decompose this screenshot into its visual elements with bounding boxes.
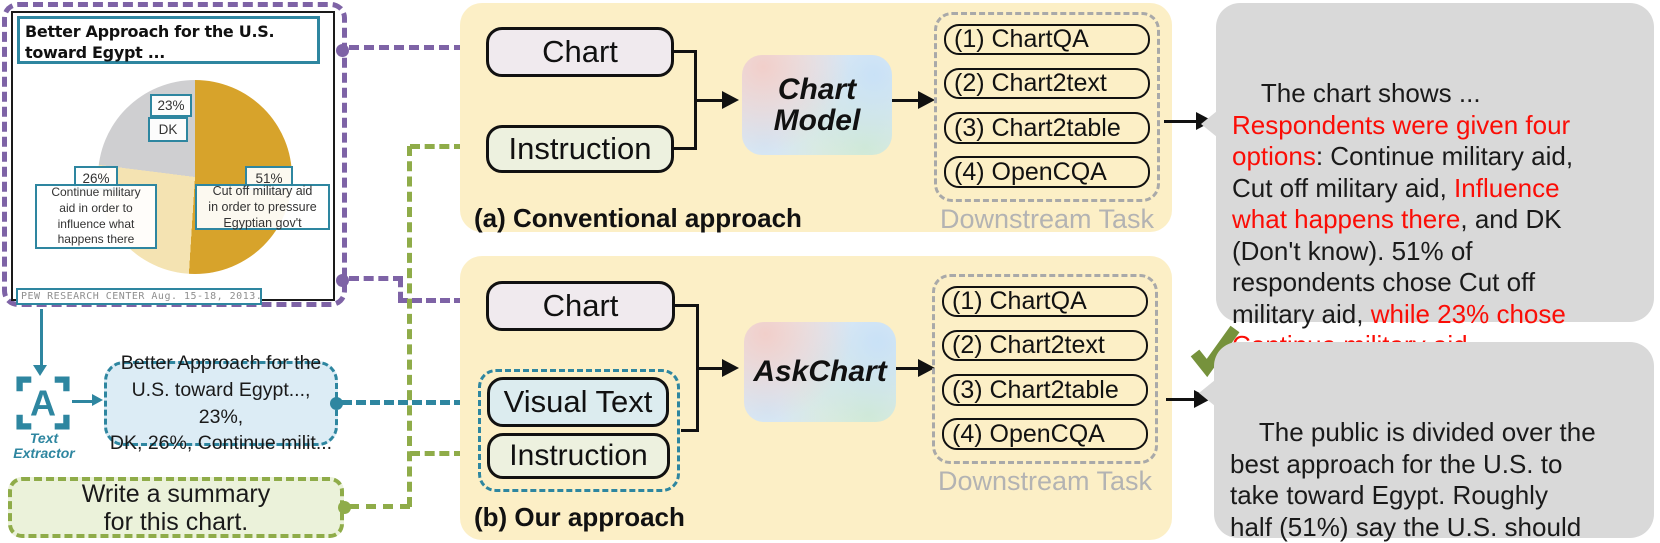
arrowhead-a-to-model (722, 91, 739, 109)
arrowhead-model-to-downstream-a (918, 91, 935, 109)
visual-text-input-b: Visual Text (487, 377, 669, 427)
connector-visual-text (342, 400, 464, 405)
source-pie-chart: Better Approach for the U.S. toward Egyp… (11, 11, 335, 305)
purple-node-bottom (336, 274, 349, 287)
pie-source-caption: PEW RESEARCH CENTER Aug. 15-18, 2013. (16, 288, 262, 305)
pie-label-continue-text: Continue military aid in order to influe… (35, 184, 157, 249)
text-extractor-icon: A (16, 376, 70, 435)
arrow-a-to-model (694, 99, 722, 102)
arrow-model-to-downstream-a (892, 99, 918, 102)
connector-instruction-stem (349, 504, 410, 509)
connector-instruction-riser (407, 146, 412, 507)
checkmark-icon (1186, 322, 1244, 383)
connector-chart-a (349, 45, 464, 50)
visual-text-group-box (478, 369, 680, 492)
connector-chart-b-2 (398, 278, 403, 301)
output-conventional-text: The chart shows ... Respondents were giv… (1232, 78, 1574, 360)
downstream-task-label-b: Downstream Task (937, 466, 1153, 496)
output-ours-bubble: The public is divided over the best appr… (1199, 342, 1654, 542)
arrowhead-down (33, 365, 47, 376)
task-opencqa-a: (4) OpenCQA (944, 156, 1150, 188)
caption-ours: (b) Our approach (474, 502, 685, 532)
pie-label-cutoff-text: Cut off military aid in order to pressur… (195, 184, 330, 230)
arrowhead-b-to-model (722, 359, 739, 377)
connector-extractor-to-text (72, 400, 92, 403)
bracket-a-bottom (672, 147, 697, 150)
arrow-to-output-b (1166, 398, 1194, 401)
pie-label-dk: DK (148, 117, 188, 142)
bubble-tail-a (1201, 111, 1217, 137)
extracted-visual-text-box: Better Approach for the U.S. toward Egyp… (104, 352, 338, 454)
askchart-box: AskChart (744, 322, 896, 422)
downstream-task-box-a (934, 12, 1160, 202)
bracket-b-top (674, 304, 699, 307)
task-opencqa-b: (4) OpenCQA (942, 418, 1148, 450)
chart-input-b: Chart (486, 281, 675, 331)
bracket-a-top (672, 50, 697, 53)
arrowhead-model-to-downstream-b (918, 359, 935, 377)
connector-instruction-b (410, 451, 464, 456)
green-node (338, 501, 351, 514)
instruction-input-b: Instruction (487, 433, 670, 479)
svg-text:A: A (30, 383, 56, 424)
connector-chart-to-extractor (40, 309, 43, 365)
pie-chart-title: Better Approach for the U.S. toward Egyp… (17, 16, 320, 64)
arrow-to-output-a (1164, 120, 1196, 123)
arrowhead-right (92, 394, 103, 406)
task-chart2table-a: (3) Chart2table (944, 112, 1150, 144)
task-chartqa-a: (1) ChartQA (944, 24, 1150, 55)
bracket-b-bottom (681, 429, 699, 432)
task-chartqa-b: (1) ChartQA (942, 286, 1148, 317)
chart-input-a: Chart (486, 27, 674, 77)
arrow-b-to-model (696, 367, 722, 370)
connector-chart-b-3 (398, 298, 464, 303)
output-conventional-bubble: The chart shows ... Respondents were giv… (1201, 3, 1654, 360)
chart-model-box: Chart Model (742, 55, 892, 155)
connector-chart-b-1 (349, 276, 403, 281)
task-chart2text-a: (2) Chart2text (944, 68, 1150, 99)
arrow-model-to-downstream-b (896, 367, 918, 370)
pie-label-dk-pct: 23% (150, 94, 192, 117)
instruction-input-a: Instruction (486, 125, 674, 173)
downstream-task-label-a: Downstream Task (939, 204, 1155, 234)
text-extractor-label: Text Extractor (13, 430, 75, 462)
teal-node (330, 397, 343, 410)
output-ours-text: The public is divided over the best appr… (1230, 417, 1596, 542)
purple-node-top (336, 44, 349, 57)
task-chart2text-b: (2) Chart2text (942, 330, 1148, 361)
task-chart2table-b: (3) Chart2table (942, 374, 1148, 406)
caption-conventional: (a) Conventional approach (474, 203, 802, 233)
bubble-tail-b (1199, 380, 1215, 406)
downstream-task-box-b (932, 274, 1158, 464)
connector-instruction-a (410, 144, 464, 149)
instruction-prompt-box: Write a summary for this chart. (8, 477, 344, 538)
